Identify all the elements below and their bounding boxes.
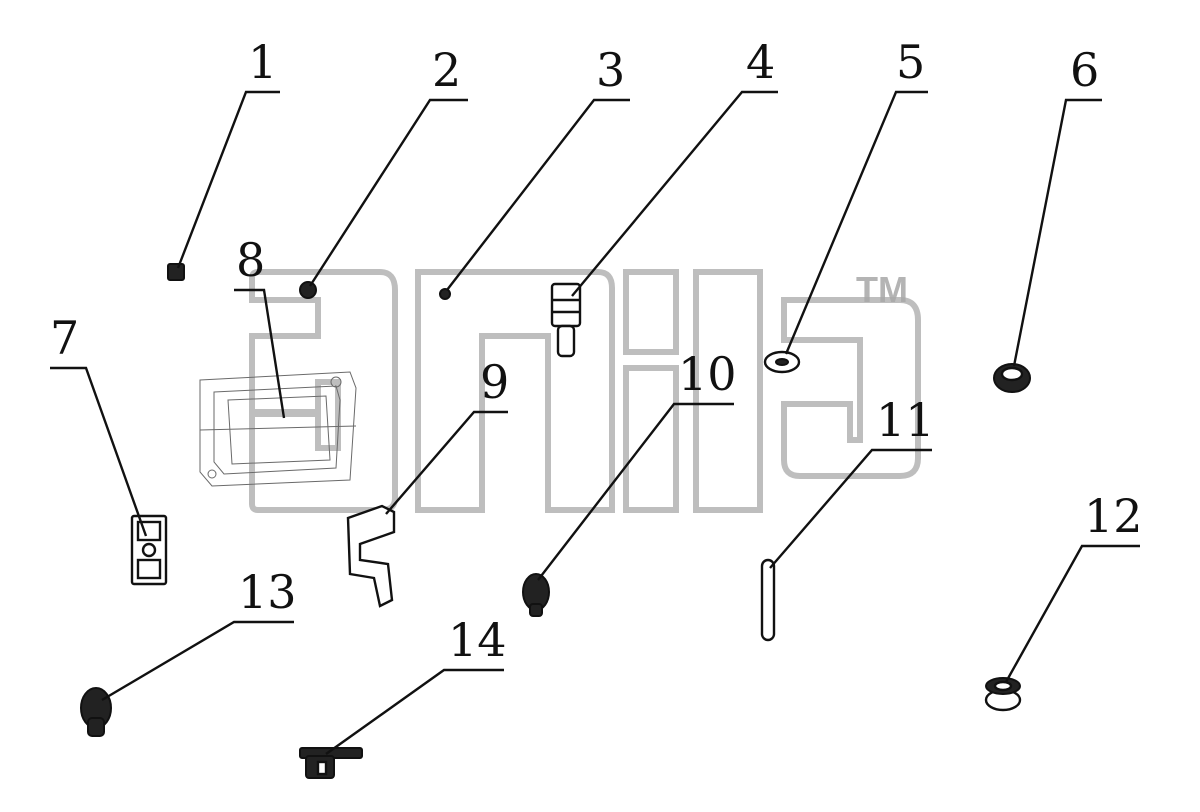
part-1 — [167, 263, 185, 281]
callout-6: 6 — [1070, 43, 1099, 97]
callout-2: 2 — [432, 43, 461, 97]
part-9 — [346, 504, 396, 608]
callout-11: 11 — [876, 393, 935, 447]
callout-3: 3 — [596, 43, 625, 97]
callout-numbers: 1 2 3 4 5 6 7 8 9 10 11 12 13 14 — [50, 35, 1143, 667]
watermark-logo: TM — [249, 269, 921, 513]
part-13 — [80, 687, 112, 737]
callout-5: 5 — [896, 35, 925, 89]
part-6 — [993, 363, 1031, 393]
callout-4: 4 — [746, 35, 775, 89]
callout-7: 7 — [50, 311, 79, 365]
part-4 — [550, 282, 582, 358]
part-7 — [130, 514, 168, 586]
callout-14: 14 — [448, 613, 507, 667]
part-12 — [984, 677, 1022, 712]
leader-lines — [50, 90, 1140, 755]
callout-8: 8 — [236, 233, 265, 287]
part-11 — [760, 558, 776, 642]
part-2 — [299, 281, 317, 299]
part-3 — [439, 288, 451, 300]
part-10 — [522, 573, 550, 617]
part-8-bracket-sketch — [199, 371, 357, 487]
callout-9: 9 — [480, 355, 509, 409]
part-14 — [299, 747, 363, 779]
callout-10: 10 — [678, 347, 737, 401]
part-5 — [763, 350, 801, 374]
watermark-trademark: TM — [856, 269, 908, 310]
callout-1: 1 — [248, 35, 277, 89]
callout-13: 13 — [238, 565, 297, 619]
callout-12: 12 — [1084, 489, 1143, 543]
